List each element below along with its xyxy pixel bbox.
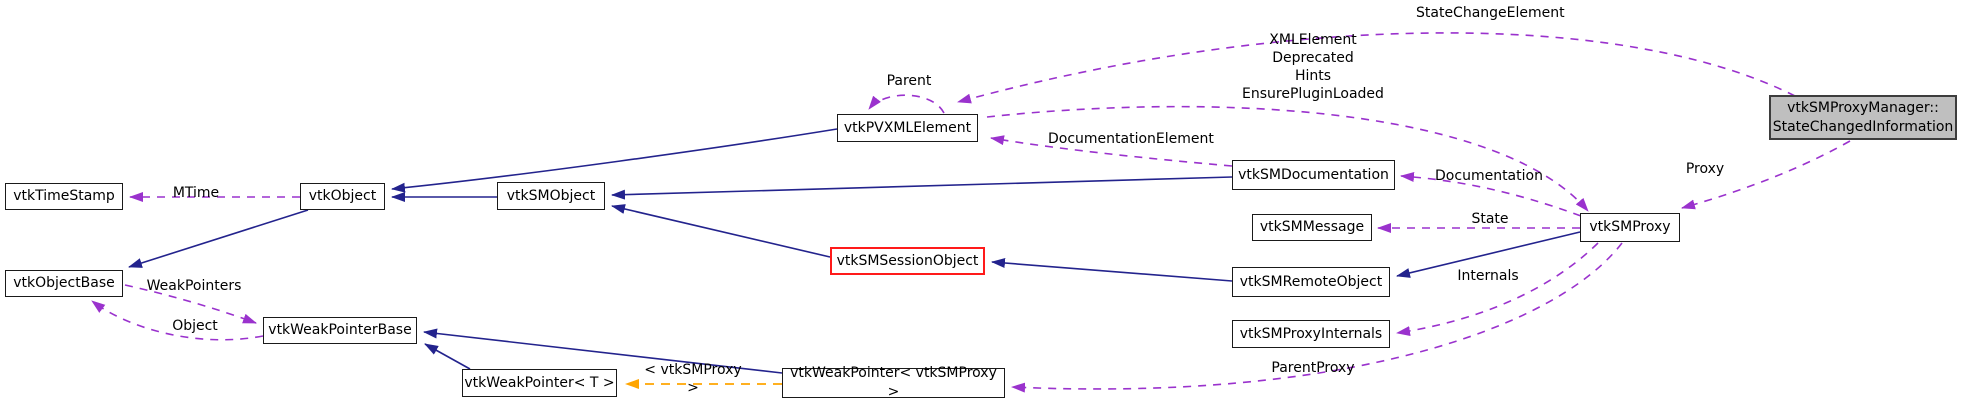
edge-label-template-instance: < vtkSMProxy > bbox=[644, 362, 742, 396]
node-vtksmremoteobject[interactable]: vtkSMRemoteObject bbox=[1232, 267, 1390, 297]
edge-usage-documentationelement bbox=[990, 135, 1233, 167]
edge-inheritance-vtkweakpointert-to-vtkweakpointerbase bbox=[424, 343, 471, 370]
edge-inheritance-vtkobject-to-vtkobjectbase bbox=[128, 209, 309, 268]
node-vtkobject[interactable]: vtkObject bbox=[300, 183, 385, 210]
node-vtksmmessage[interactable]: vtkSMMessage bbox=[1252, 214, 1372, 241]
edge-label-parent: Parent bbox=[886, 73, 932, 89]
edge-inheritance-vtksmdocumentation-to-vtksmobject bbox=[611, 176, 1233, 200]
edge-inheritance-vtkweakpointersmproxy-to-vtkweakpointerbase bbox=[423, 328, 783, 374]
edge-label-internals: Internals bbox=[1457, 268, 1519, 284]
node-vtkweakpointerbase[interactable]: vtkWeakPointerBase bbox=[263, 317, 417, 344]
node-vtkweakpointer-vtksmproxy[interactable]: vtkWeakPointer< vtkSMProxy > bbox=[782, 365, 1005, 400]
edge-label-xmlelement-group: XMLElement Deprecated Hints EnsurePlugin… bbox=[1242, 32, 1384, 102]
node-vtksmdocumentation[interactable]: vtkSMDocumentation bbox=[1232, 160, 1395, 190]
node-vtkweakpointer-t[interactable]: vtkWeakPointer< T > bbox=[462, 369, 617, 397]
node-vtktimestamp[interactable]: vtkTimeStamp bbox=[5, 183, 123, 210]
node-vtkpvxmlelement[interactable]: vtkPVXMLElement bbox=[837, 114, 978, 142]
edge-label-statechangeelement: StateChangeElement bbox=[1416, 5, 1565, 21]
edge-label-documentation: Documentation bbox=[1435, 168, 1543, 184]
edge-label-object: Object bbox=[172, 318, 218, 334]
edge-usage-statechangeelement bbox=[957, 32, 1796, 104]
edge-label-proxy: Proxy bbox=[1685, 161, 1725, 177]
edge-usage-parentproxy bbox=[1011, 242, 1623, 393]
edge-usage-parent-self-loop bbox=[868, 94, 945, 114]
edge-inheritance-vtkpvxmlelement-to-vtkobject bbox=[391, 128, 838, 193]
edge-usage-internals bbox=[1396, 242, 1599, 337]
node-vtkobjectbase[interactable]: vtkObjectBase bbox=[5, 270, 123, 297]
edge-usage-object bbox=[91, 300, 264, 341]
edge-label-weakpointers: WeakPointers bbox=[146, 278, 242, 294]
edge-inheritance-vtksmremoteobject-to-vtksmsessionobject bbox=[991, 258, 1233, 282]
edge-inheritance-vtksmproxy-to-vtksmremoteobject bbox=[1396, 231, 1581, 278]
edge-usage-documentation bbox=[1400, 171, 1582, 217]
node-subject-vtksmproxymanager-statechangedinformation: vtkSMProxyManager:: StateChangedInformat… bbox=[1769, 95, 1957, 140]
edge-usage-proxy bbox=[1681, 140, 1851, 210]
node-vtksmobject[interactable]: vtkSMObject bbox=[497, 182, 605, 210]
edge-usage-xmlelement-group bbox=[986, 105, 1589, 212]
edge-inheritance-vtksmsessionobject-to-vtksmobject bbox=[611, 204, 831, 258]
node-vtksmproxyinternals[interactable]: vtkSMProxyInternals bbox=[1232, 320, 1390, 348]
edge-label-state: State bbox=[1471, 211, 1509, 227]
edge-label-parentproxy: ParentProxy bbox=[1271, 360, 1355, 376]
node-vtksmsessionobject[interactable]: vtkSMSessionObject bbox=[830, 247, 985, 275]
edge-usage-weakpointers bbox=[124, 284, 257, 324]
edge-label-mtime: MTime bbox=[172, 185, 220, 201]
edge-label-documentationelement: DocumentationElement bbox=[1048, 131, 1214, 147]
node-vtksmproxy[interactable]: vtkSMProxy bbox=[1580, 213, 1680, 242]
